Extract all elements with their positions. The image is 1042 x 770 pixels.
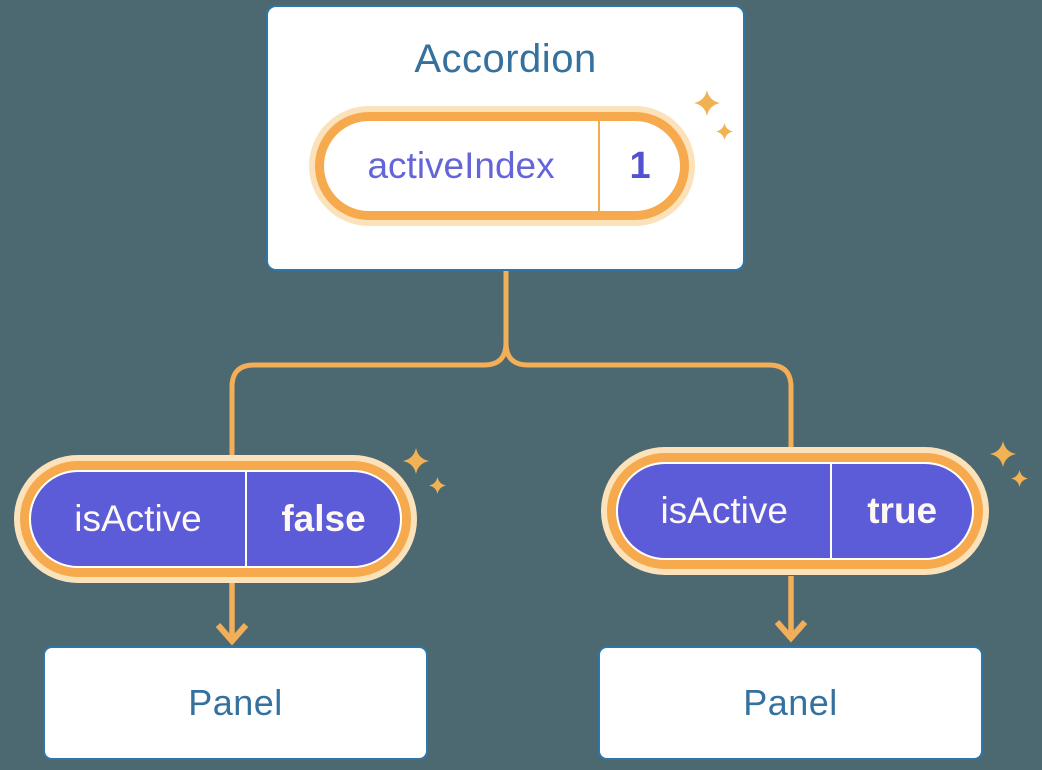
accordion-title: Accordion — [414, 37, 597, 81]
panel-card-right: Panel — [598, 646, 983, 760]
pill-divider — [598, 121, 601, 211]
prop-pill-value: false — [281, 498, 366, 539]
sparkle-icon-small — [1011, 470, 1028, 487]
prop-pill-label: isActive — [74, 498, 202, 539]
panel-card-left: Panel — [43, 646, 428, 760]
prop-pill-isactive-true: isActive true — [607, 453, 983, 569]
arrowhead-left-icon — [215, 623, 249, 646]
pill-divider — [245, 472, 248, 566]
state-pill-label: activeIndex — [367, 145, 555, 186]
arrowhead-right-icon — [774, 620, 808, 643]
prop-pill-label: isActive — [660, 490, 788, 531]
state-pill-activeindex: activeIndex 1 — [315, 112, 689, 220]
panel-label: Panel — [188, 682, 283, 723]
sparkle-icon-small — [716, 123, 733, 140]
sparkle-icon-small — [429, 477, 446, 494]
branch-line-right — [503, 271, 794, 453]
state-pill-value: 1 — [629, 144, 651, 187]
pill-divider — [830, 464, 833, 558]
sparkle-icon-large — [990, 441, 1016, 467]
panel-label: Panel — [743, 682, 838, 723]
sparkle-icon-large — [403, 448, 429, 474]
prop-pill-isactive-false: isActive false — [20, 461, 411, 577]
sparkle-icon-large — [694, 90, 720, 116]
prop-pill-value: true — [867, 490, 938, 531]
branch-line-left — [229, 271, 509, 457]
